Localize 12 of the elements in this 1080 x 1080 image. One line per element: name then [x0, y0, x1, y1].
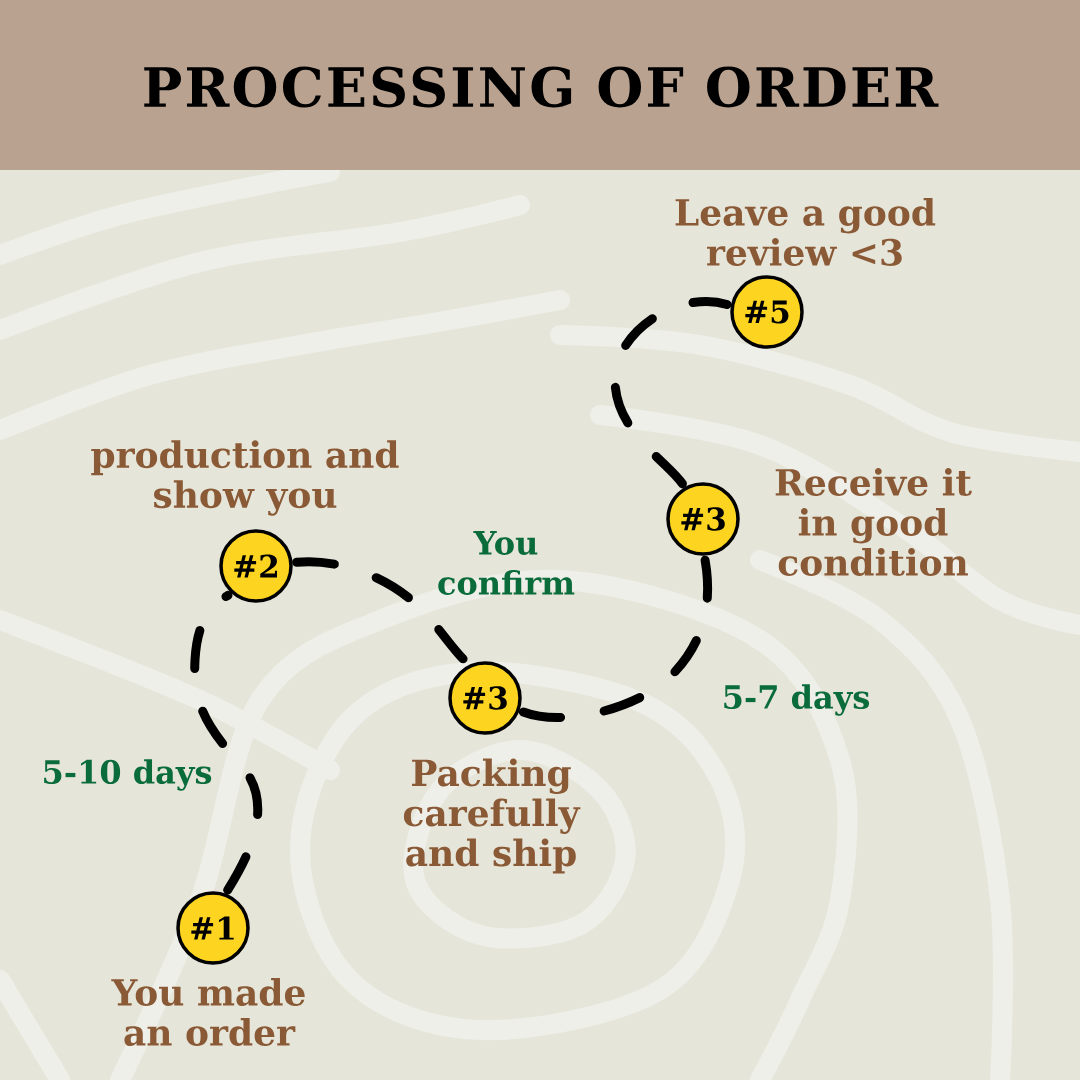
step-caption: Receive it in good condition [775, 468, 972, 576]
edge-label: You confirm [438, 531, 575, 595]
dashed-path [518, 555, 713, 722]
dashed-path [190, 590, 263, 895]
title: PROCESSING OF ORDER [144, 66, 939, 108]
step-caption: You made an order [111, 978, 305, 1046]
dashed-path [610, 297, 732, 489]
step-caption: Leave a good review <3 [675, 198, 936, 266]
step-caption: Packing carefully and ship [403, 758, 581, 874]
step-caption: production and show you [91, 440, 399, 516]
edge-label: 5-7 days [724, 684, 870, 716]
edge-label: 5-10 days [44, 759, 212, 791]
